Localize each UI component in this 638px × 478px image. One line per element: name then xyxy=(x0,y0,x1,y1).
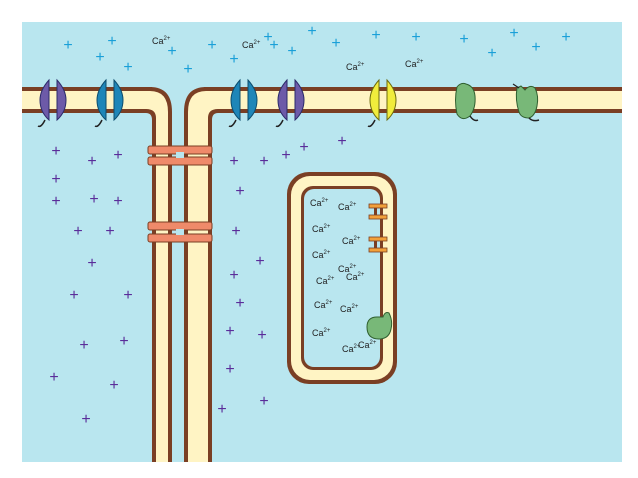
cation-plus-marker: + xyxy=(207,37,216,54)
cation-plus-marker: + xyxy=(255,253,264,270)
cation-plus-marker: + xyxy=(123,59,132,76)
cation-plus-marker: + xyxy=(281,147,290,164)
calcium-ion-label: Ca2+ xyxy=(340,304,359,314)
cation-plus-marker: + xyxy=(371,27,380,44)
calcium-channel-icon xyxy=(275,78,305,128)
cation-plus-marker: + xyxy=(69,287,78,304)
ryanodine-receptor-icon xyxy=(368,203,388,220)
calcium-channel-icon xyxy=(228,78,258,128)
cation-plus-marker: + xyxy=(225,323,234,340)
cation-plus-marker: + xyxy=(263,29,272,46)
cation-plus-marker: + xyxy=(167,43,176,60)
cation-plus-marker: + xyxy=(63,37,72,54)
cation-plus-marker: + xyxy=(87,255,96,272)
cation-plus-marker: + xyxy=(269,37,278,54)
cation-plus-marker: + xyxy=(51,193,60,210)
calcium-ion-label: Ca2+ xyxy=(152,36,171,46)
cation-plus-marker: + xyxy=(459,31,468,48)
calcium-ion-label: Ca2+ xyxy=(312,224,331,234)
cation-plus-marker: + xyxy=(109,377,118,394)
gap-junction-icon xyxy=(147,145,213,166)
calcium-ion-label: Ca2+ xyxy=(316,276,335,286)
calcium-ion-label: Ca2+ xyxy=(310,198,329,208)
calcium-ion-label: Ca2+ xyxy=(242,40,261,50)
cation-plus-marker: + xyxy=(259,393,268,410)
calcium-ion-label: Ca2+ xyxy=(346,62,365,72)
calcium-channel-icon xyxy=(94,78,124,128)
cation-plus-marker: + xyxy=(509,25,518,42)
gap-junction-icon xyxy=(147,221,213,243)
cation-plus-marker: + xyxy=(229,267,238,284)
cation-plus-marker: + xyxy=(217,401,226,418)
cation-plus-marker: + xyxy=(287,43,296,60)
ligand-gated-channel-icon xyxy=(367,78,397,128)
cation-plus-marker: + xyxy=(257,327,266,344)
cation-plus-marker: + xyxy=(231,223,240,240)
cation-plus-marker: + xyxy=(229,153,238,170)
cation-plus-marker: + xyxy=(487,45,496,62)
calcium-ion-label: Ca2+ xyxy=(342,236,361,246)
cation-plus-marker: + xyxy=(51,171,60,188)
calcium-ion-label: Ca2+ xyxy=(346,272,365,282)
calcium-ion-label: Ca2+ xyxy=(338,202,357,212)
cation-plus-marker: + xyxy=(331,35,340,52)
cation-plus-marker: + xyxy=(235,295,244,312)
cation-plus-marker: + xyxy=(183,61,192,78)
cation-markers: ++++++++++++++++++++++++++++++++++++++++… xyxy=(49,23,570,428)
ryanodine-receptor-icon xyxy=(368,236,388,253)
calcium-ion-label: Ca2+ xyxy=(312,328,331,338)
plasma-membrane xyxy=(22,87,622,462)
cation-plus-marker: + xyxy=(235,183,244,200)
calcium-ion-label: Ca2+ xyxy=(338,264,357,274)
cation-plus-marker: + xyxy=(95,49,104,66)
calcium-channel-icon xyxy=(37,78,67,128)
calcium-ion-label: Ca2+ xyxy=(358,340,377,350)
cation-plus-marker: + xyxy=(337,133,346,150)
cation-plus-marker: + xyxy=(531,39,540,56)
cation-plus-marker: + xyxy=(411,29,420,46)
cation-plus-marker: + xyxy=(119,333,128,350)
cation-plus-marker: + xyxy=(81,411,90,428)
cation-plus-marker: + xyxy=(299,139,308,156)
calcium-pump-icon xyxy=(455,82,479,122)
cation-plus-marker: + xyxy=(73,223,82,240)
cation-plus-marker: + xyxy=(49,369,58,386)
calcium-ion-label: Ca2+ xyxy=(312,250,331,260)
cation-plus-marker: + xyxy=(89,191,98,208)
cation-plus-marker: + xyxy=(225,361,234,378)
cation-plus-marker: + xyxy=(87,153,96,170)
cation-plus-marker: + xyxy=(259,153,268,170)
calcium-pump-icon xyxy=(512,83,540,122)
serca-pump-icon xyxy=(366,312,393,340)
cation-plus-marker: + xyxy=(107,33,116,50)
cation-plus-marker: + xyxy=(229,51,238,68)
cation-plus-marker: + xyxy=(105,223,114,240)
calcium-ion-label: Ca2+ xyxy=(342,344,361,354)
cation-plus-marker: + xyxy=(561,29,570,46)
calcium-ion-labels: Ca2+Ca2+Ca2+Ca2+Ca2+Ca2+Ca2+Ca2+Ca2+Ca2+… xyxy=(152,36,424,354)
cation-plus-marker: + xyxy=(123,287,132,304)
cation-plus-marker: + xyxy=(113,193,122,210)
cation-plus-marker: + xyxy=(307,23,316,40)
cation-plus-marker: + xyxy=(113,147,122,164)
calcium-ion-label: Ca2+ xyxy=(405,59,424,69)
calcium-ion-label: Ca2+ xyxy=(314,300,333,310)
cation-plus-marker: + xyxy=(79,337,88,354)
cation-plus-marker: + xyxy=(51,143,60,160)
